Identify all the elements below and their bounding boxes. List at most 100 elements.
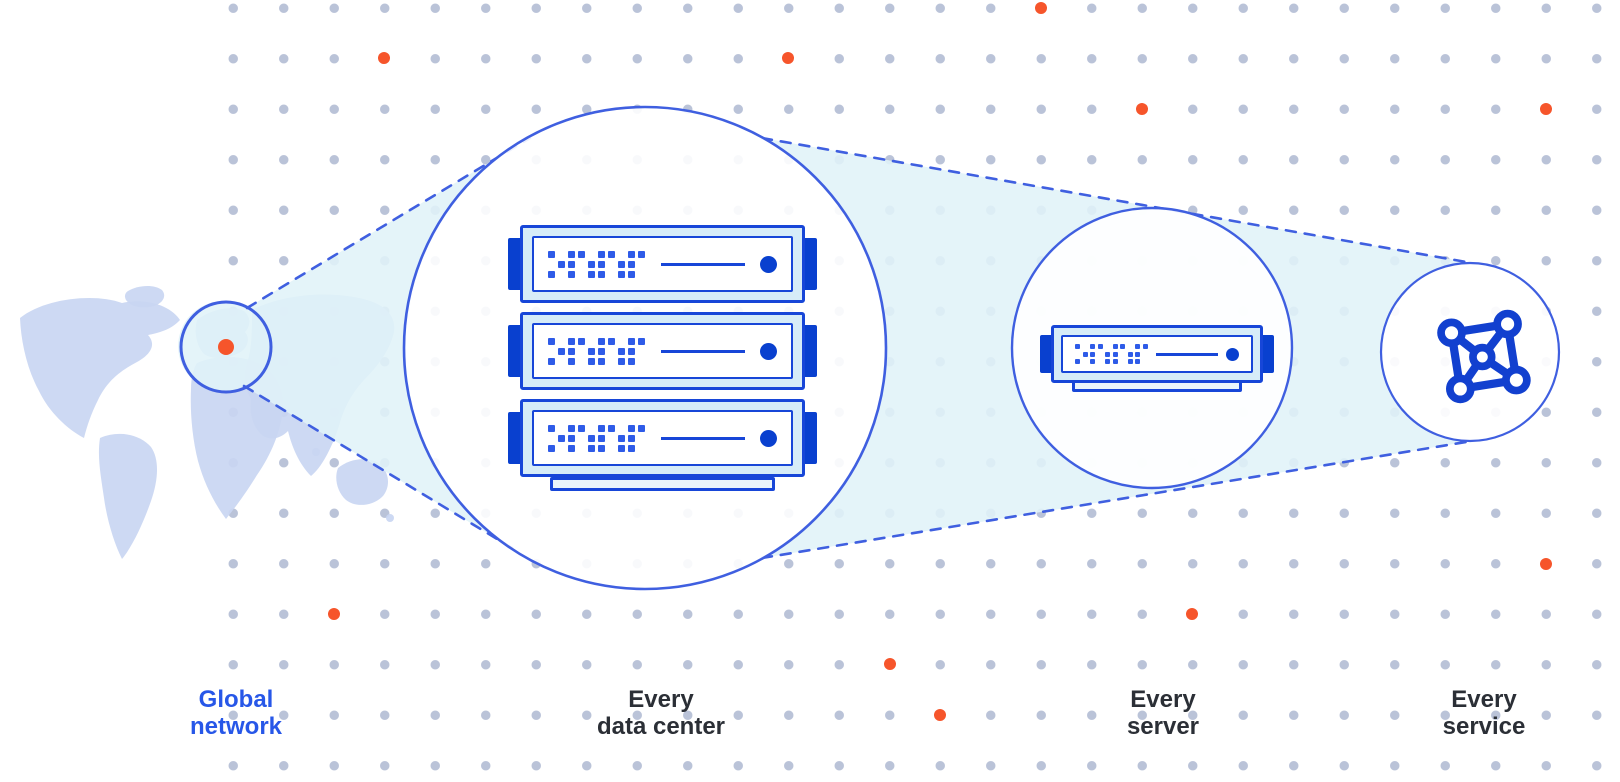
server-face-panel [1061, 335, 1253, 373]
pixel-cell [638, 435, 645, 442]
caption-line: network [189, 713, 282, 740]
map-island [312, 448, 320, 456]
server-body [520, 225, 805, 303]
pixel-cell [1090, 351, 1095, 357]
pixel-cell [1082, 351, 1088, 357]
pixel-cell [1112, 351, 1118, 357]
pixel-cell [628, 347, 635, 355]
pixel-cell [618, 434, 625, 442]
pixel-cell [1075, 344, 1080, 349]
pixel-cell [628, 270, 635, 278]
pixel-cell [638, 424, 645, 432]
server-unit [508, 312, 817, 390]
server-side-tab [508, 325, 522, 377]
pixel-cell [588, 270, 595, 278]
pixel-cell [598, 270, 605, 278]
continent-south-america [98, 433, 158, 559]
continent-north-america [20, 298, 180, 438]
pixel-cell [548, 444, 555, 452]
caption-line: service [1442, 713, 1526, 740]
server-side-tab [1261, 335, 1274, 373]
pixel-cell [628, 250, 635, 258]
pixel-cell [578, 445, 585, 452]
pixel-cell [548, 337, 555, 345]
pixel-cell [1098, 352, 1103, 357]
pixel-cell [558, 251, 565, 258]
pixel-cell [638, 337, 645, 345]
pixel-cell [638, 348, 645, 355]
pixel-cell [598, 424, 605, 432]
pixel-cell [1120, 352, 1125, 357]
pixel-cell [588, 338, 595, 345]
server-slot-line [660, 349, 745, 353]
pixel-cell [588, 357, 595, 365]
pixel-cell [578, 348, 585, 355]
pixel-cell [608, 435, 615, 442]
pixel-cell [1120, 359, 1125, 364]
server-face-panel [532, 236, 793, 292]
pixel-cell [588, 425, 595, 432]
pixel-cell [598, 250, 605, 258]
pixel-cell [1105, 359, 1110, 364]
pixel-cell [578, 271, 585, 278]
pixel-cell [548, 424, 555, 432]
pixel-cell [618, 347, 625, 355]
pixel-cell [1090, 359, 1095, 364]
server-pixel-pattern [548, 424, 645, 452]
pixel-cell [638, 358, 645, 365]
pixel-cell [568, 444, 575, 452]
pixel-cell [598, 357, 605, 365]
pixel-cell [1135, 351, 1140, 357]
pixel-cell [638, 271, 645, 278]
pixel-cell [558, 338, 565, 345]
pixel-cell [558, 445, 565, 452]
pixel-cell [598, 434, 605, 442]
pixel-cell [548, 270, 555, 278]
server-body [1051, 325, 1263, 383]
server-pixel-pattern [548, 250, 645, 278]
map-location-marker [218, 339, 234, 355]
pixel-cell [568, 250, 575, 258]
pixel-cell [628, 260, 635, 268]
beam-dashed-edge [760, 136, 1474, 265]
server-side-tab [508, 412, 522, 464]
pixel-cell [1075, 359, 1080, 364]
pixel-cell [588, 251, 595, 258]
pixel-cell [548, 250, 555, 258]
pixel-cell [578, 358, 585, 365]
pixel-cell [578, 337, 585, 345]
pixel-cell [608, 250, 615, 258]
pixel-cell [628, 337, 635, 345]
pixel-cell [588, 444, 595, 452]
pixel-cell [598, 444, 605, 452]
pixel-cell [558, 358, 565, 365]
pixel-cell [608, 271, 615, 278]
server-rack-base [550, 477, 775, 491]
pixel-cell [578, 435, 585, 442]
continent-australia [336, 459, 389, 505]
pixel-cell [628, 434, 635, 442]
pixel-cell [1075, 352, 1080, 357]
pixel-cell [1090, 344, 1095, 349]
server-body [520, 399, 805, 477]
zoom-beam-left [178, 138, 531, 548]
pixel-cell [568, 270, 575, 278]
pixel-cell [578, 261, 585, 268]
pixel-cell [1105, 351, 1110, 357]
pixel-cell [568, 424, 575, 432]
continent-greenland [124, 285, 165, 308]
pixel-cell [568, 260, 575, 268]
pixel-cell [608, 348, 615, 355]
map-highlight-circle [179, 300, 273, 394]
pixel-cell [628, 424, 635, 432]
server-side-tab [1040, 335, 1053, 373]
pixel-cell [638, 250, 645, 258]
pixel-cell [578, 424, 585, 432]
mesh-network-icon [1437, 309, 1531, 404]
pixel-cell [1097, 344, 1103, 349]
pixel-cell [1105, 344, 1110, 349]
pixel-cell [1112, 344, 1118, 349]
caption-line: Every [1130, 686, 1196, 713]
pixel-cell [1083, 359, 1088, 364]
